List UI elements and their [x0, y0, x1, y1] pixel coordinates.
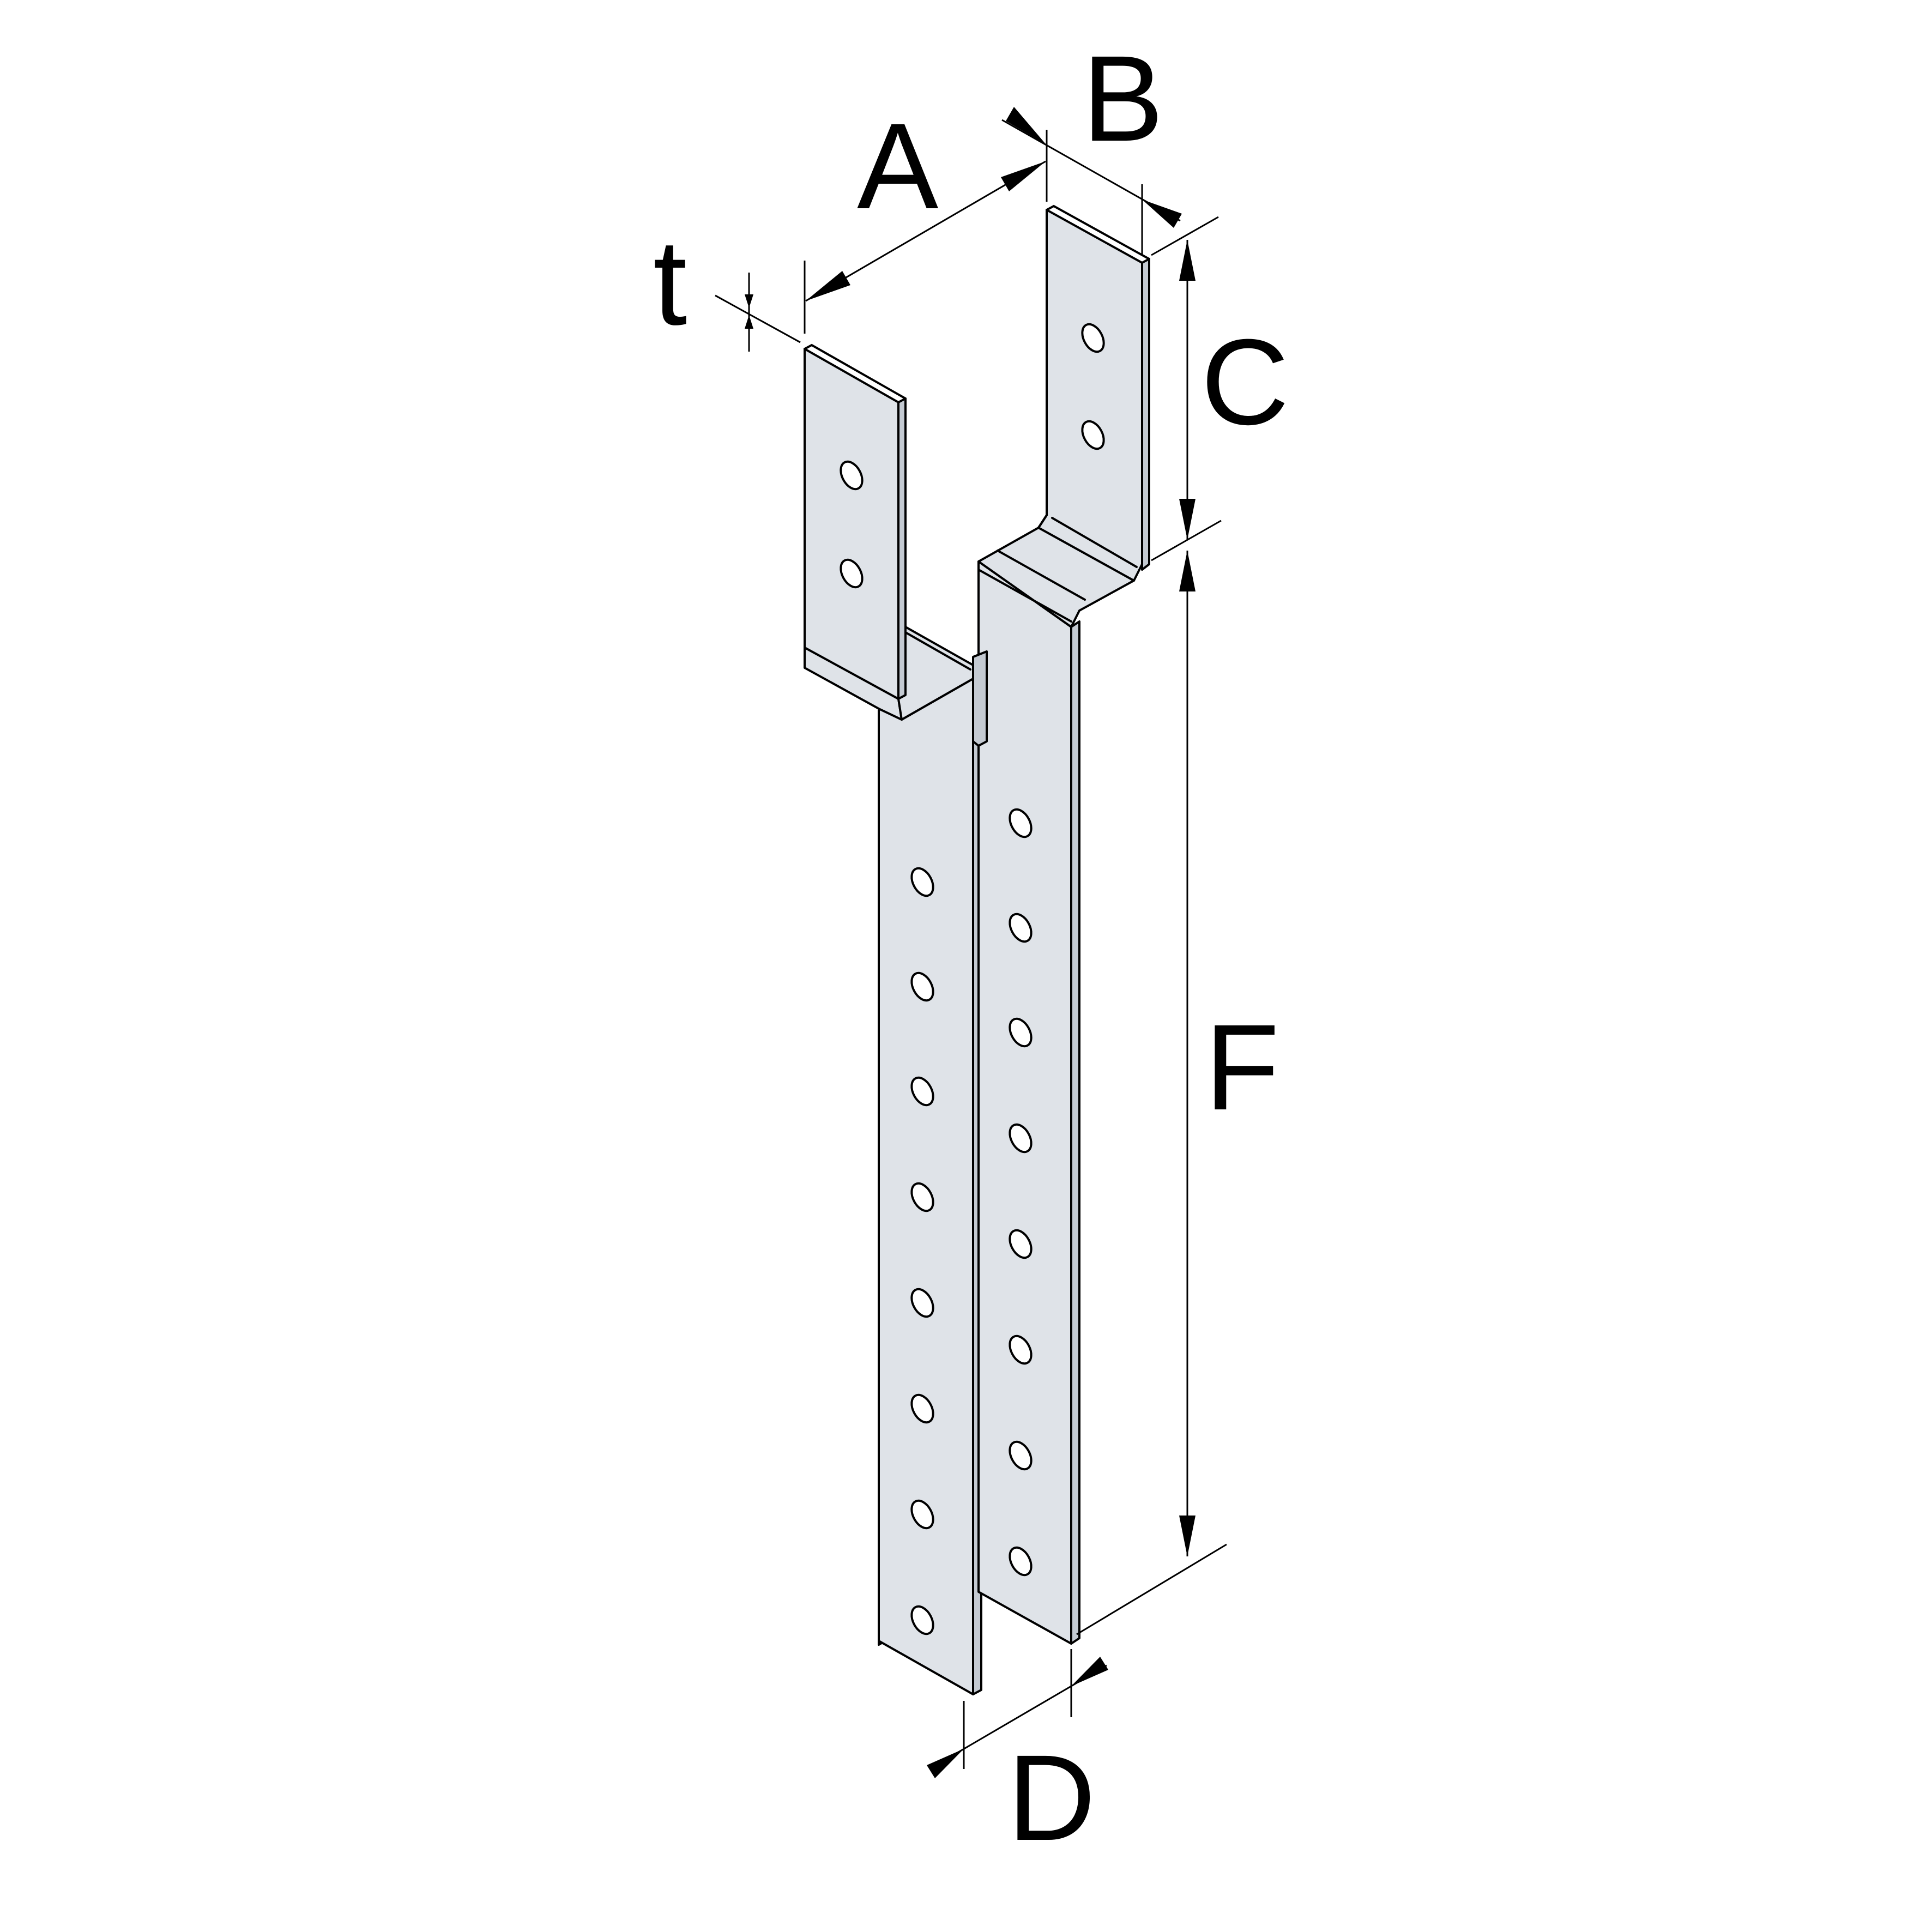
arrow-C-top	[1179, 240, 1196, 281]
hole	[840, 460, 864, 491]
hole	[1009, 1440, 1033, 1471]
arrow-t-bottom	[745, 315, 753, 329]
hole	[1081, 420, 1105, 450]
hole	[910, 1182, 934, 1212]
hole	[910, 971, 934, 1002]
hole	[910, 867, 934, 897]
hole	[1009, 1335, 1033, 1365]
arrow-D-left	[927, 1749, 964, 1778]
labels: A B C D F t	[653, 31, 1289, 1866]
left-seat	[804, 647, 903, 721]
hole	[910, 1605, 934, 1635]
bracket	[804, 204, 1150, 1695]
arrow-t-top	[745, 294, 753, 308]
hole	[910, 1499, 934, 1530]
dimensions	[715, 107, 1227, 1778]
arrow-D-right	[1071, 1657, 1108, 1686]
arrow-F-bottom	[1179, 1516, 1196, 1556]
right-seat	[977, 527, 1135, 628]
label-D: D	[1007, 1730, 1096, 1866]
hole	[910, 1076, 934, 1107]
holes	[840, 323, 1105, 1635]
right-flange-thickness	[1141, 258, 1150, 571]
hole	[1009, 1123, 1033, 1154]
arrow-F-top	[1179, 551, 1196, 591]
label-C: C	[1201, 314, 1289, 450]
right-upper-flange	[1037, 209, 1143, 582]
hole	[1009, 1017, 1033, 1048]
hole	[910, 1288, 934, 1318]
hole	[840, 558, 864, 589]
label-F: F	[1205, 999, 1279, 1136]
hole	[1009, 808, 1033, 838]
joint-tab	[972, 650, 988, 747]
hole	[1009, 1229, 1033, 1259]
arrow-B-left	[1006, 107, 1046, 144]
hole	[1081, 323, 1105, 353]
arrow-A-right	[1001, 161, 1046, 191]
arrow-B-right	[1142, 200, 1182, 228]
label-A: A	[857, 98, 938, 234]
right-strap-thickness	[1070, 620, 1080, 1645]
hole	[1009, 1546, 1033, 1577]
arrow-C-bottom	[1179, 499, 1196, 540]
arrow-A-left	[806, 271, 850, 301]
right-lower-strap	[977, 560, 1072, 1645]
label-t: t	[653, 214, 687, 351]
left-upper-flange	[804, 348, 899, 700]
hole	[1009, 913, 1033, 943]
label-B: B	[1082, 31, 1163, 167]
hole	[910, 1393, 934, 1424]
